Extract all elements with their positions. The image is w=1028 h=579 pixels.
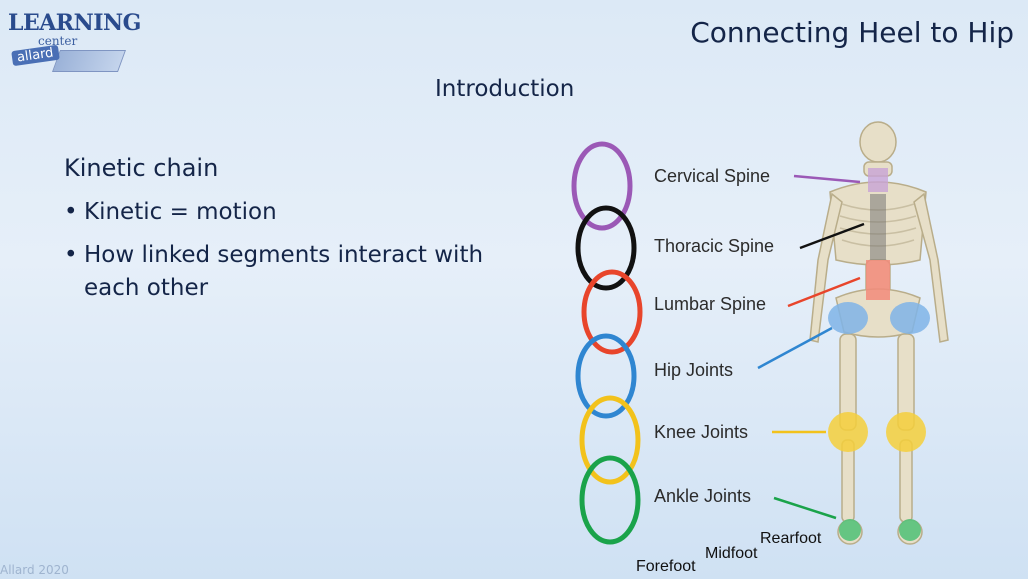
ankle-joint-right (899, 519, 921, 541)
cervical-arrow (793, 174, 861, 184)
chain-rings (571, 141, 643, 545)
slide-title: Connecting Heel to Hip (690, 16, 1014, 49)
bullet-item: •Kinetic = motion (62, 196, 492, 229)
label-thoracic-spine: Thoracic Spine (654, 236, 774, 256)
ankle-joint-left (839, 519, 861, 541)
learning-center-logo: LEARNING center allard (4, 4, 141, 86)
green-ring (579, 455, 641, 545)
ankle-arrow (773, 496, 837, 520)
bullet-item: •How linked segments interact with each … (62, 239, 492, 305)
logo-text-main: LEARNING (8, 10, 141, 36)
label-forefoot: Forefoot (636, 558, 696, 575)
label-ankle-joints: Ankle Joints (654, 486, 751, 506)
purple-ring (571, 141, 633, 231)
label-lumbar-spine: Lumbar Spine (654, 294, 766, 314)
bullet-icon: • (64, 242, 78, 268)
hip-joint-left (828, 302, 868, 334)
logo-book-graphic (51, 50, 127, 72)
label-midfoot: Midfoot (705, 545, 758, 562)
bullet-icon: • (64, 199, 78, 225)
blue-ring (575, 333, 637, 419)
bullet-text: Kinetic = motion (84, 199, 277, 225)
label-cervical-spine: Cervical Spine (654, 166, 770, 186)
thoracic-arrow (799, 222, 865, 250)
cervical-highlight (868, 168, 888, 192)
label-rearfoot: Rearfoot (760, 530, 822, 547)
slide-subtitle: Introduction (435, 76, 575, 102)
label-knee-joints: Knee Joints (654, 422, 748, 442)
hip-joint-right (890, 302, 930, 334)
pointer-arrows (757, 174, 865, 520)
yellow-ring (579, 395, 641, 485)
black-ring (575, 205, 637, 291)
logo-text-sub: center (38, 34, 78, 48)
bullet-text: How linked segments interact with each o… (84, 242, 484, 301)
label-hip-joints: Hip Joints (654, 360, 733, 380)
bullet-list: •Kinetic = motion •How linked segments i… (62, 196, 492, 315)
logo-text-badge: allard (11, 44, 60, 67)
red-ring (581, 269, 643, 355)
section-heading: Kinetic chain (64, 154, 219, 182)
knee-joint-right (886, 412, 926, 452)
kinetic-chain-diagram: Cervical Spine Thoracic Spine Lumbar Spi… (571, 121, 949, 545)
lumbar-arrow (787, 276, 861, 308)
knee-joint-left (828, 412, 868, 452)
thoracic-highlight (870, 194, 886, 260)
hip-arrow (757, 326, 833, 370)
copyright-footer: Allard 2020 (0, 563, 69, 577)
lumbar-highlight (866, 260, 890, 300)
